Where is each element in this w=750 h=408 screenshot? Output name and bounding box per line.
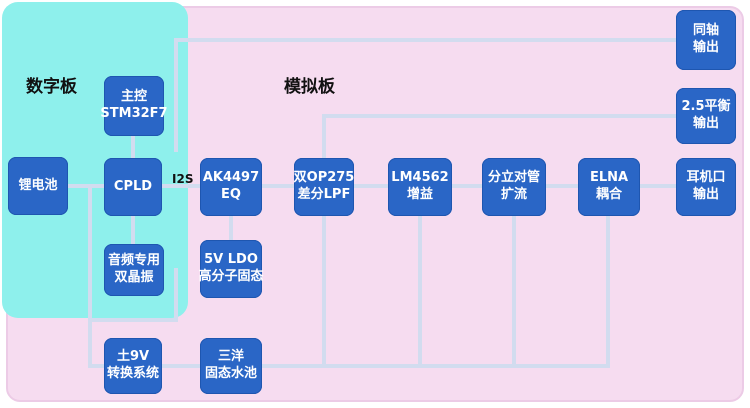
block-lpf-line-2: 差分LPF	[297, 187, 351, 202]
block-headphone: 耳机口 输出	[676, 158, 736, 216]
block-supercap: 三洋 固态水池	[200, 338, 262, 394]
block-battery-line-1: 锂电池	[18, 177, 58, 193]
block-crystal-line-1: 音频专用	[107, 253, 160, 269]
i2s-label: I2S	[172, 172, 194, 186]
wire-left-bus	[88, 184, 106, 368]
block-amp-line-2: 扩流	[500, 187, 527, 202]
block-coupling-line-1: ELNA	[589, 170, 629, 186]
block-coax-line-2: 输出	[692, 40, 719, 55]
block-dac-line-1: AK4497	[202, 170, 260, 186]
block-converter-line-2: 转换系统	[106, 366, 159, 381]
block-crystal: 音频专用 双晶振	[104, 244, 164, 296]
block-cpld-line-1: CPLD	[113, 178, 153, 194]
block-headphone-line-1: 耳机口	[686, 170, 726, 186]
block-lpf-line-1: 双OP275	[293, 170, 355, 186]
block-supercap-line-2: 固态水池	[204, 366, 257, 381]
block-crystal-line-2: 双晶振	[114, 270, 154, 285]
block-balanced-line-2: 输出	[692, 116, 719, 131]
wire-digital-feed	[88, 268, 178, 322]
block-cpld: CPLD	[104, 158, 162, 216]
block-converter-line-1: 土9V	[116, 349, 150, 365]
block-ldo-line-2: 高分子固态	[198, 269, 264, 284]
block-balanced-output: 2.5平衡 输出	[676, 88, 736, 144]
block-dac: AK4497 EQ	[200, 158, 262, 216]
digital-board-label: 数字板	[26, 77, 77, 97]
block-headphone-line-2: 输出	[692, 187, 719, 202]
analog-board-label: 模拟板	[284, 77, 335, 97]
block-ldo-line-1: 5V LDO	[204, 252, 258, 268]
block-mcu-line-1: 主控	[120, 89, 147, 105]
block-coupling: ELNA 耦合	[578, 158, 640, 216]
block-dac-line-2: EQ	[221, 187, 241, 202]
block-supercap-line-1: 三洋	[217, 349, 244, 365]
block-amp-line-1: 分立对管	[487, 170, 540, 186]
block-balanced-line-1: 2.5平衡	[681, 99, 731, 115]
block-coupling-line-2: 耦合	[595, 187, 622, 202]
block-coax-output: 同轴 输出	[676, 10, 736, 70]
block-mcu: 主控 STM32F7	[100, 76, 168, 136]
block-ldo: 5V LDO 高分子固态	[198, 240, 264, 298]
block-coax-line-1: 同轴	[692, 23, 719, 39]
block-lpf: 双OP275 差分LPF	[294, 158, 354, 216]
block-gain-line-2: 增益	[406, 187, 433, 202]
block-mcu-line-2: STM32F7	[100, 106, 168, 121]
wire-coax	[174, 38, 678, 152]
block-amp: 分立对管 扩流	[482, 158, 546, 216]
wire-balanced	[322, 114, 678, 162]
block-battery: 锂电池	[8, 157, 68, 215]
block-gain-line-1: LM4562	[391, 170, 449, 186]
wire-power-taps	[322, 214, 610, 368]
block-gain: LM4562 增益	[388, 158, 452, 216]
block-converter: 土9V 转换系统	[104, 338, 162, 394]
